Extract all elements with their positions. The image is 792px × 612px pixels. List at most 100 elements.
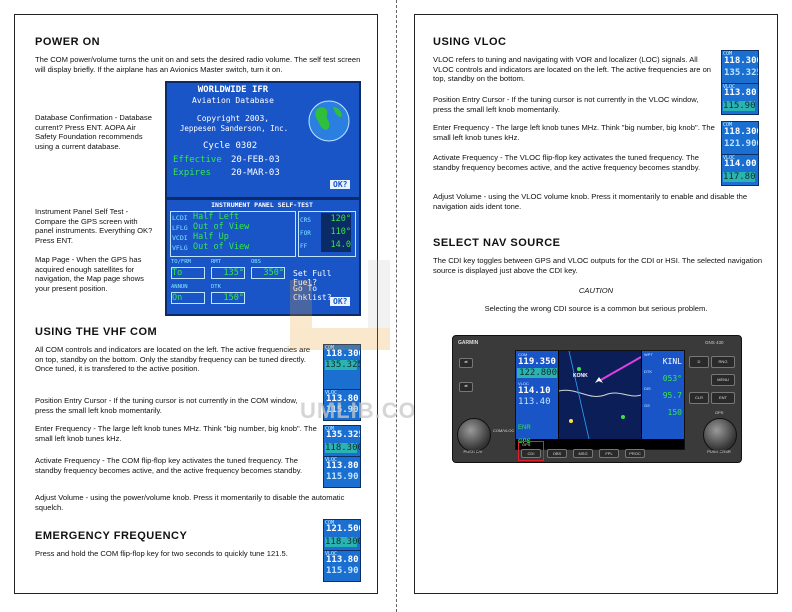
db-cycle: Cycle 0302: [203, 141, 258, 151]
obs-label: OBS: [251, 259, 261, 265]
emergency-heading: EMERGENCY FREQUENCY: [35, 530, 188, 542]
lcdi-value: Half Left: [193, 212, 240, 222]
data-column: WPT KINL DTK 053° DIS 95.7 GS 150: [642, 351, 684, 439]
crs-label: CRS: [300, 217, 311, 224]
brand-label: GARMIN: [458, 340, 479, 346]
cdi-key[interactable]: CDI: [521, 449, 541, 458]
ent-key[interactable]: ENT: [711, 392, 735, 404]
com-standby-frequency[interactable]: 118.300: [325, 537, 361, 547]
com-label: COM: [325, 345, 334, 351]
right-radio-display-2-vloc: VLOC 114.00 117.80: [721, 154, 759, 186]
db-ok-button[interactable]: OK?: [330, 180, 351, 189]
com-active-frequency: 118.300: [326, 349, 361, 359]
radio-display-1: COM 118.300 135.325: [323, 344, 361, 390]
proc-key[interactable]: PROC: [625, 449, 645, 458]
vhf-com-enter-frequency-text: Enter Frequency - The large left knob tu…: [35, 424, 317, 443]
annun-label: ANNUN: [171, 284, 188, 290]
com-active-frequency: 118.300: [724, 127, 759, 137]
dtk-label: DTK: [211, 284, 221, 290]
vloc-standby-frequency: 113.40: [518, 397, 551, 407]
nav-source-text: The CDI key toggles between GPS and VLOC…: [433, 256, 763, 275]
com-label: COM: [518, 352, 528, 357]
com-label: COM: [723, 51, 733, 57]
page-fold-line: [396, 0, 397, 612]
com-vloc-label: COM/VLOC: [493, 428, 515, 433]
vloc-standby-frequency: 115.90: [326, 405, 359, 415]
vhf-com-activate-text: Activate Frequency - The COM flip-flop k…: [35, 456, 303, 475]
lflg-label: LFLG: [172, 224, 188, 232]
lflg-value: Out of View: [193, 222, 250, 232]
crs-value: 120°: [330, 214, 351, 224]
right-page: USING VLOC VLOC refers to tuning and nav…: [414, 14, 778, 594]
vcdi-value: Half Up: [193, 232, 229, 242]
cdi-highlight-box: [518, 441, 544, 461]
gps-display: COM 119.350 122.800 VLOC 114.10 113.40 E…: [515, 350, 685, 450]
db-line4: Jeppesen Sanderson, Inc.: [179, 124, 289, 133]
vhf-com-heading: USING THE VHF COM: [35, 326, 158, 338]
vloc-active-frequency: 113.80: [326, 394, 359, 404]
obs-key[interactable]: OBS: [547, 449, 567, 458]
go-to-checklist-prompt: Go To Chklist?: [293, 284, 332, 302]
vhf-com-cursor-text: Position Entry Cursor - If the tuning cu…: [35, 396, 298, 415]
db-expires-date: 20-MAR-03: [231, 168, 280, 178]
vloc-label: VLOC: [723, 84, 736, 90]
power-on-heading: POWER ON: [35, 36, 101, 48]
rmt-value: 135°: [211, 267, 245, 279]
enr-annunciator: ENR: [518, 425, 531, 431]
vloc-cursor-text: Position Entry Cursor - If the tuning cu…: [433, 95, 699, 114]
clr-key[interactable]: CLR: [689, 392, 709, 404]
rng-key[interactable]: RNG: [711, 356, 735, 368]
vloc-flip-flop-key[interactable]: ⇄: [459, 382, 473, 392]
wpt-value: KINL: [662, 357, 682, 366]
dtk-value: 053°: [662, 374, 682, 383]
vloc-standby-frequency[interactable]: 115.90: [723, 101, 756, 111]
ff-value: 14.0: [330, 240, 351, 250]
dtk-label: DTK: [644, 369, 652, 374]
radio-display-1-vloc: VLOC 113.80 115.90: [323, 389, 361, 421]
power-on-intro: The COM power/volume turns the unit on a…: [35, 55, 361, 74]
com-label: COM: [723, 122, 733, 128]
gps-crsr-knob[interactable]: [703, 418, 737, 452]
watermark-text: UMLIB.CO: [300, 398, 417, 423]
radio-display-2: COM 135.325 118.300: [323, 425, 361, 457]
right-radio-display-1: COM 118.300 135.325: [721, 50, 759, 84]
for-label: FOR: [300, 230, 311, 237]
com-standby-frequency: 135.325: [724, 68, 759, 78]
com-active-frequency: 135.325: [326, 430, 361, 440]
menu-key[interactable]: MENU: [711, 374, 735, 386]
to-frm-label: TO/FRM: [171, 259, 191, 265]
com-label: COM: [325, 426, 335, 432]
com-active-frequency: 121.500: [326, 524, 361, 534]
model-label: GNS 430: [705, 340, 724, 345]
radio-display-3-vloc: VLOC 113.80 115.90: [323, 550, 361, 582]
vloc-standby-frequency[interactable]: 117.80: [723, 172, 756, 182]
vhf-com-intro: All COM controls and indicators are loca…: [35, 345, 311, 374]
vflg-value: Out of View: [193, 242, 250, 252]
vloc-adjust-volume-text: Adjust Volume - using the VLOC volume kn…: [433, 192, 748, 211]
vloc-active-frequency: 113.80: [724, 88, 757, 98]
direct-to-key[interactable]: D: [689, 356, 709, 368]
com-flip-flop-key[interactable]: ⇄: [459, 358, 473, 368]
push-crsr-label: PUSH CRSR: [707, 449, 731, 454]
right-radio-display-1-vloc: VLOC 113.80 115.90: [721, 83, 759, 115]
radio-column: COM 119.350 122.800 VLOC 114.10 113.40 E…: [516, 351, 558, 439]
self-test-ok-button[interactable]: OK?: [330, 297, 351, 306]
nav-source-heading: SELECT NAV SOURCE: [433, 237, 561, 249]
db-expires-label: Expires: [173, 168, 211, 178]
push-cv-label: PUSH C/V: [463, 449, 483, 454]
cdi-box: [170, 211, 296, 257]
map-page-text: Map Page - When the GPS has acquired eno…: [35, 255, 144, 293]
nav-source-annunciator: GPS: [522, 442, 531, 447]
msg-key[interactable]: MSG: [573, 449, 593, 458]
vloc-active-frequency: 113.80: [326, 461, 359, 471]
right-radio-display-2: COM 118.300 121.900: [721, 121, 759, 155]
com-standby-frequency[interactable]: 118.300: [325, 443, 361, 453]
to-value: To: [171, 267, 205, 279]
database-screen: WORLDWIDE IFR Aviation Database Copyrigh…: [165, 81, 361, 199]
com-standby-frequency[interactable]: 135.325: [325, 360, 361, 370]
vloc-label: VLOC: [325, 551, 338, 557]
fpl-key[interactable]: FPL: [599, 449, 619, 458]
com-standby-frequency: 121.900: [724, 139, 759, 149]
com-standby-frequency[interactable]: 122.800: [517, 368, 557, 378]
com-power-volume-knob[interactable]: [457, 418, 491, 452]
